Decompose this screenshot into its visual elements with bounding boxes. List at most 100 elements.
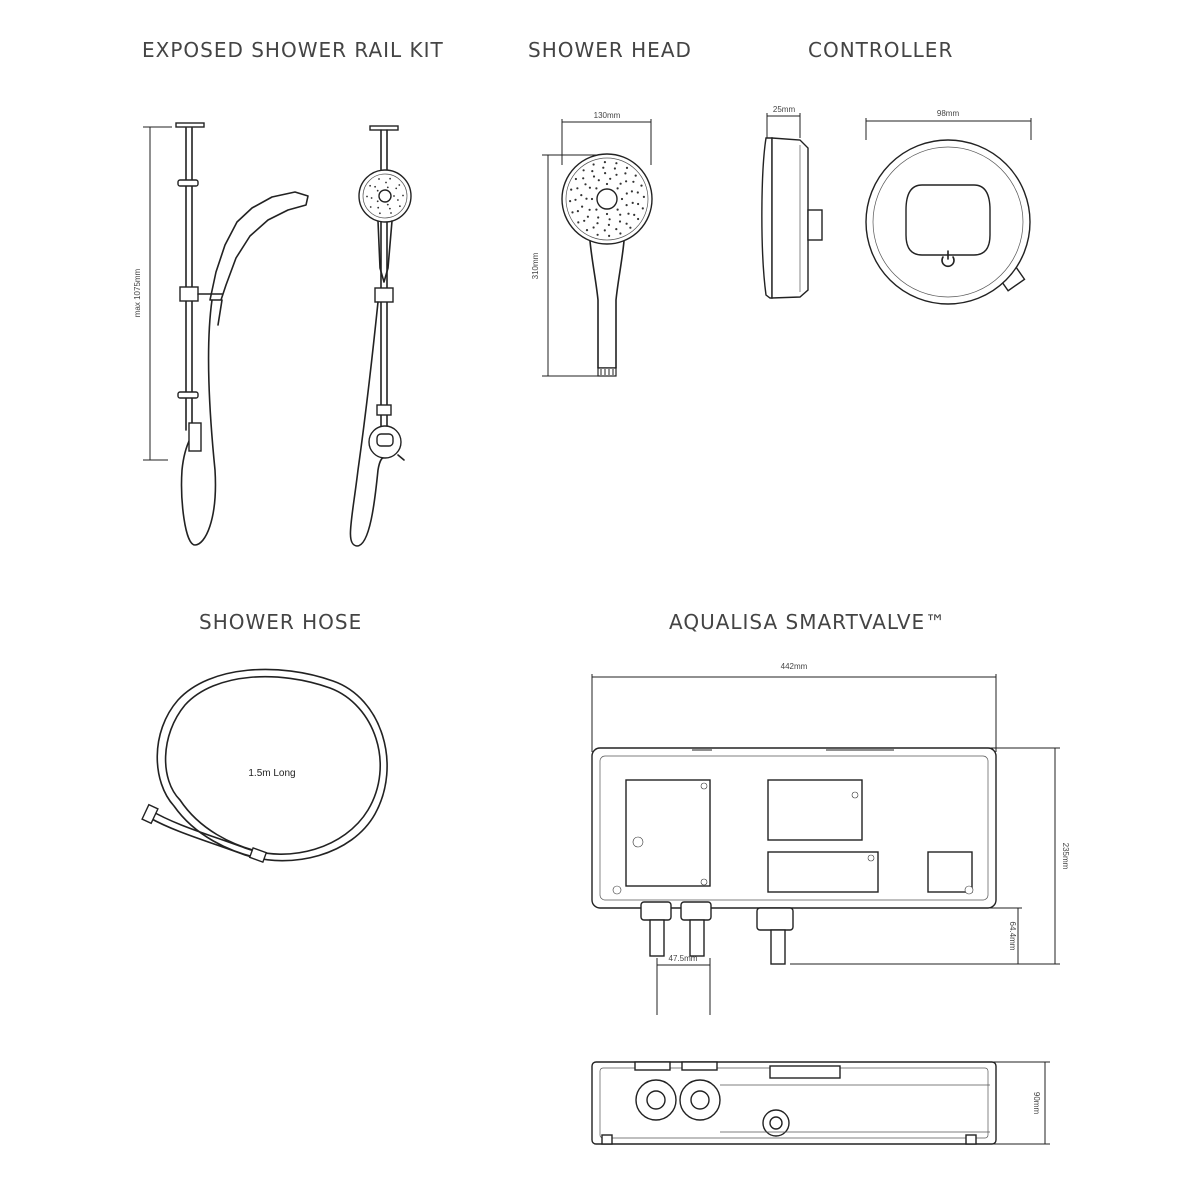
nozzle-dot (585, 197, 588, 200)
nozzle-dot (583, 219, 586, 222)
nozzle-dot (616, 208, 619, 211)
nozzle-dot (570, 188, 573, 191)
nozzle-dot (608, 234, 611, 237)
nozzle-dot (592, 226, 595, 229)
controller-side-view: 25mm (761, 105, 823, 299)
shower-hose-title: SHOWER HOSE (199, 610, 363, 634)
nozzle-dot (641, 207, 644, 210)
nozzle-dot (369, 184, 371, 187)
nozzle-dot (366, 195, 368, 198)
nozzle-dot (637, 217, 640, 221)
rail-kit-front-view (349, 125, 412, 547)
nozzle-dot (637, 202, 640, 206)
nozzle-dot (376, 200, 379, 203)
nozzle-dot (385, 181, 387, 184)
nozzle-dot (585, 229, 589, 232)
nozzle-dot (597, 179, 600, 182)
nozzle-dot (574, 177, 578, 181)
nozzle-dot (619, 232, 622, 235)
rail-height-dimension: max 1075mm (133, 268, 142, 317)
nozzle-dot (633, 213, 636, 216)
smartvalve-depth-dimension: 90mm (1032, 1092, 1041, 1115)
nozzle-dot (613, 167, 617, 170)
shower-head-width-dimension: 130mm (594, 111, 621, 120)
nozzle-dot (595, 187, 598, 190)
nozzle-dot (576, 187, 579, 190)
inlet-spacing-dimension: 47.5mm (669, 954, 698, 963)
nozzle-dot (378, 178, 380, 180)
nozzle-dot (395, 187, 398, 190)
nozzle-dot (630, 190, 634, 193)
nozzle-dot (588, 186, 592, 189)
nozzle-dot (586, 215, 590, 218)
controller-title: CONTROLLER (808, 38, 954, 62)
nozzle-dot (389, 177, 391, 180)
shower-head-title: SHOWER HEAD (528, 38, 692, 62)
nozzle-dot (634, 174, 637, 177)
controller-depth-dimension: 25mm (773, 105, 796, 114)
nozzle-dot (604, 172, 607, 175)
nozzle-dot (603, 229, 606, 232)
nozzle-dot (595, 208, 598, 211)
smartvalve-outlet-dimension: 64.4mm (1008, 922, 1017, 951)
nozzle-dot (619, 213, 622, 216)
shower-hose-drawing: 1.5m Long (141, 668, 388, 863)
nozzle-dot (620, 197, 624, 201)
nozzle-dot (370, 197, 373, 199)
nozzle-dot (397, 199, 399, 201)
nozzle-dot (608, 218, 611, 221)
smartvalve-height-dimension: 235mm (1061, 843, 1070, 870)
nozzle-dot (592, 163, 595, 166)
nozzle-dot (605, 212, 609, 216)
nozzle-dot (393, 195, 395, 197)
nozzle-dot (629, 226, 632, 229)
nozzle-dot (581, 205, 584, 208)
nozzle-dot (374, 185, 376, 188)
nozzle-dot (596, 233, 599, 236)
nozzle-dot (584, 183, 587, 186)
nozzle-dot (386, 186, 389, 189)
nozzle-dot (571, 211, 574, 214)
nozzle-dot (582, 177, 585, 180)
nozzle-dot (607, 223, 611, 226)
nozzle-dot (603, 161, 607, 164)
nozzle-dot (615, 228, 618, 231)
nozzle-dot (592, 175, 596, 178)
nozzle-dot (625, 204, 628, 207)
nozzle-dot (590, 197, 594, 201)
nozzle-dot (642, 195, 646, 198)
shower-head-drawing: 130mm 310mm (531, 111, 653, 377)
nozzle-dot (580, 194, 583, 197)
nozzle-dot (625, 166, 629, 169)
nozzle-dot (389, 207, 391, 210)
nozzle-dot (636, 191, 639, 194)
nozzle-dot (379, 212, 381, 215)
nozzle-dot (618, 220, 622, 223)
nozzle-dot (576, 210, 580, 213)
smartvalve-width-dimension: 442mm (781, 662, 808, 671)
nozzle-dot (625, 180, 628, 183)
nozzle-dot (602, 166, 605, 169)
smartvalve-bottom-view: 90mm (591, 1061, 1050, 1145)
controller-front-view: 98mm (865, 109, 1032, 305)
nozzle-dot (609, 177, 612, 180)
rail-kit-side-view: max 1075mm (133, 122, 309, 546)
nozzle-dot (377, 206, 380, 209)
nozzle-dot (597, 216, 600, 219)
nozzle-dot (386, 203, 389, 206)
smartvalve-title: AQUALISA SMARTVALVE™ (669, 610, 947, 634)
nozzle-dot (627, 212, 630, 215)
rail-kit-title: EXPOSED SHOWER RAIL KIT (142, 38, 444, 62)
nozzle-dot (619, 182, 622, 185)
nozzle-dot (625, 222, 628, 225)
nozzle-dot (369, 206, 372, 208)
nozzle-dot (569, 200, 572, 203)
nozzle-dot (616, 187, 619, 190)
nozzle-dot (591, 170, 594, 173)
nozzle-dot (399, 205, 401, 208)
nozzle-dot (605, 182, 609, 186)
nozzle-dot (596, 222, 599, 225)
nozzle-dot (632, 180, 635, 183)
nozzle-dot (402, 194, 404, 197)
